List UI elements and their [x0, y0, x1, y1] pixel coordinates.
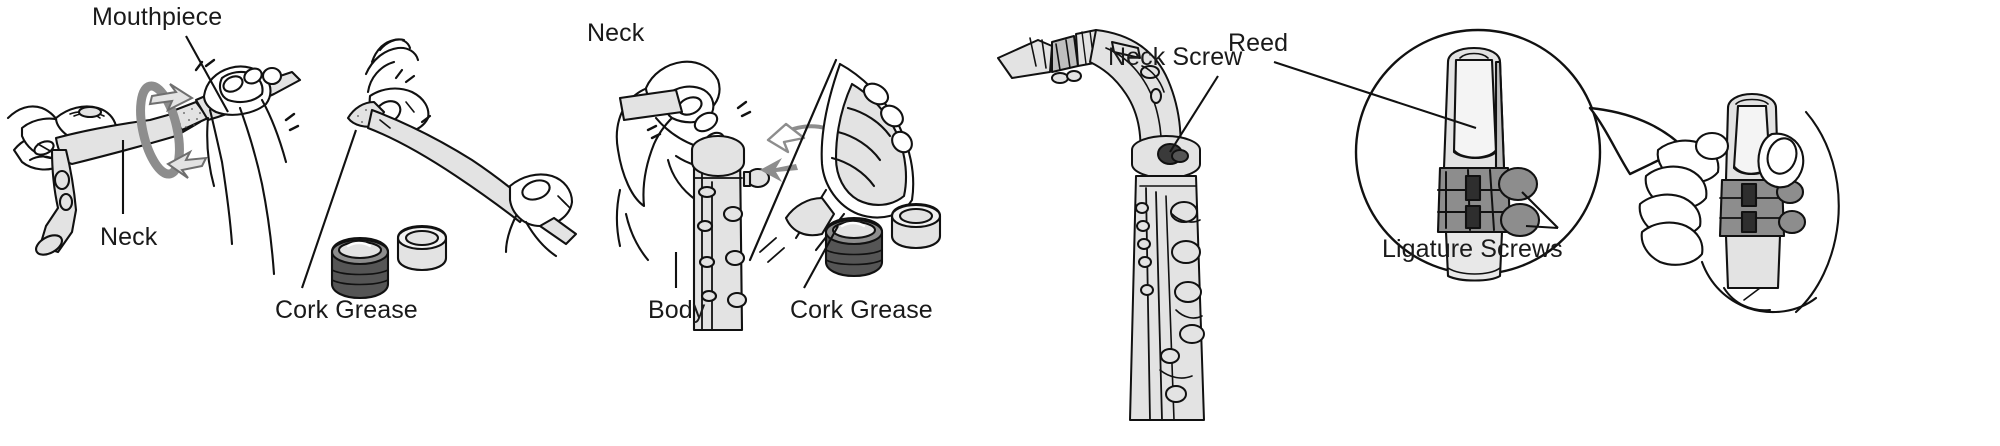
leader-line-cork-grease — [803, 225, 839, 289]
cork-grease-jar-icon — [824, 216, 884, 278]
panel-apply-cork-grease-to-neck: Cork Grease — [275, 0, 590, 446]
leader-line-ligature-screws — [1521, 191, 1559, 230]
label-ligature-screws: Ligature Screws — [1382, 235, 1563, 263]
leader-line-neck-screw — [1169, 75, 1219, 153]
cork-grease-lid-icon — [396, 224, 448, 272]
label-mouthpiece: Mouthpiece — [92, 3, 223, 31]
label-body: Body — [648, 296, 706, 324]
rotation-arrow-icon — [136, 81, 208, 179]
panel-attach-reed-with-ligature: Reed Ligature Screws — [1228, 0, 2000, 446]
panel-1-illustration — [6, 58, 302, 276]
label-neck: Neck — [587, 19, 645, 47]
cork-grease-lid-icon — [890, 202, 942, 250]
ligature-screw-icon — [1497, 166, 1541, 238]
cork-grease-jar-icon — [330, 236, 390, 300]
label-neck-screw: Neck Screw — [1108, 43, 1243, 71]
leader-line-mouthpiece — [185, 35, 229, 113]
panel-5-illustration — [1354, 28, 1840, 314]
panel-4-illustration — [997, 29, 1205, 421]
label-neck: Neck — [100, 223, 158, 251]
label-cork-grease: Cork Grease — [275, 296, 418, 324]
label-reed: Reed — [1228, 29, 1289, 57]
leader-line-body — [674, 252, 678, 288]
panel-attach-mouthpiece-to-neck: Mouthpiece Neck — [0, 0, 310, 446]
hand-holding-mouthpiece — [1638, 92, 1840, 314]
leader-line-cork-grease — [301, 129, 357, 289]
label-cork-grease: Cork Grease — [790, 296, 933, 324]
panel-attach-neck-to-body: Neck Body Cork Grease — [587, 0, 990, 446]
neck-screw-icon — [1157, 143, 1189, 165]
leader-line-reed — [1273, 61, 1477, 129]
panel-2-illustration — [330, 38, 578, 300]
leader-line-neck — [121, 140, 125, 214]
panel-3-illustration — [615, 58, 942, 332]
panel-tighten-neck-screw: Neck Screw — [990, 0, 1290, 446]
